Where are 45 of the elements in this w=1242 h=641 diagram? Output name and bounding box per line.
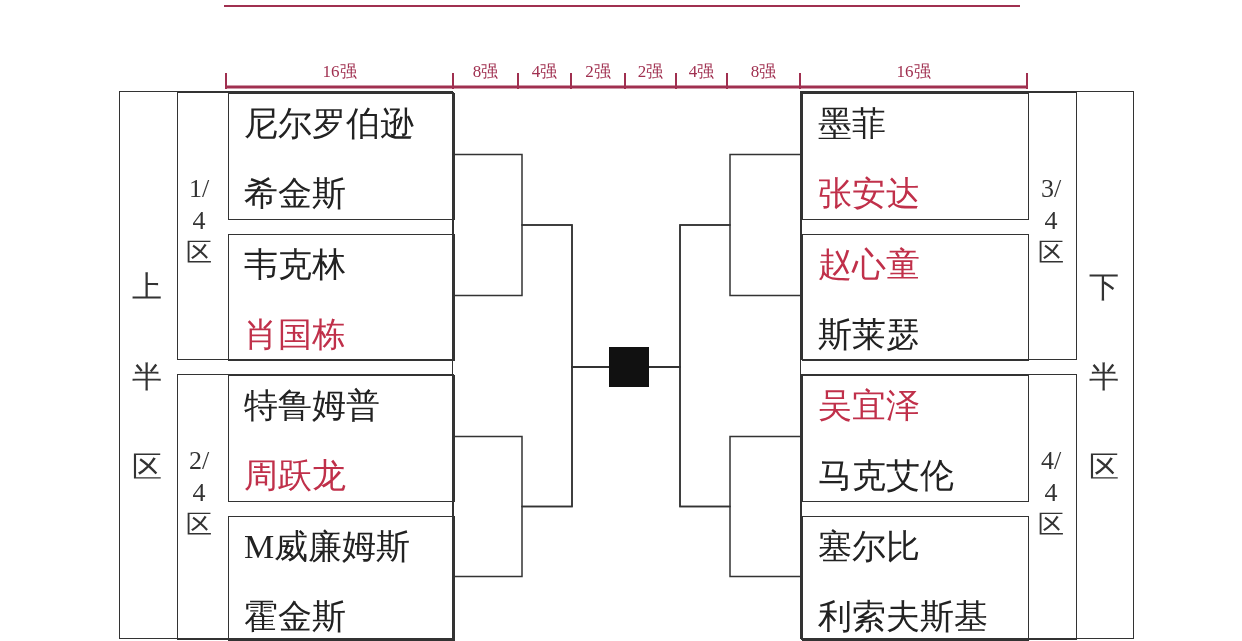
round-label: 2强 (637, 61, 664, 83)
player-name: 张安达 (818, 174, 920, 214)
quarter-section-box (801, 374, 1077, 640)
final-square (609, 347, 649, 387)
player-name: 墨菲 (818, 104, 886, 144)
player-name: 塞尔比 (818, 527, 920, 567)
quarter-section-box (177, 374, 454, 640)
player-name: 马克艾伦 (818, 456, 954, 496)
match-box (228, 375, 455, 502)
round-label: 16强 (896, 61, 931, 83)
match-box (228, 93, 455, 220)
player-name: 赵心童 (818, 245, 920, 285)
quarter-label: 3/4区 (1038, 173, 1064, 269)
match-box (802, 375, 1029, 502)
quarter-label: 4/4区 (1038, 445, 1064, 541)
round-label: 8强 (472, 61, 499, 83)
quarter-label: 2/4区 (186, 445, 212, 541)
match-box (228, 234, 455, 361)
player-name: 斯莱瑟 (818, 315, 920, 355)
player-name: 霍金斯 (244, 597, 346, 637)
player-name: 尼尔罗伯逊 (244, 104, 414, 144)
player-name: 韦克林 (244, 245, 346, 285)
match-box (802, 234, 1029, 361)
half-label: 上半区 (132, 269, 162, 485)
round-label: 4强 (531, 61, 558, 83)
quarter-label: 1/4区 (186, 173, 212, 269)
player-name: 吴宜泽 (818, 386, 920, 426)
match-box (228, 516, 455, 641)
match-box (802, 516, 1029, 641)
half-section-box (800, 91, 1134, 639)
match-box (802, 93, 1029, 220)
round-label: 4强 (688, 61, 715, 83)
round-label: 8强 (750, 61, 777, 83)
round-label: 2强 (585, 61, 611, 83)
player-name: 希金斯 (244, 174, 346, 214)
round-label: 16强 (322, 61, 357, 83)
player-name: 肖国栋 (244, 315, 346, 355)
player-name: M威廉姆斯 (244, 527, 411, 567)
quarter-section-box (801, 92, 1077, 360)
player-name: 利索夫斯基 (818, 597, 988, 637)
quarter-section-box (177, 92, 454, 360)
player-name: 周跃龙 (244, 456, 346, 496)
player-name: 特鲁姆普 (244, 386, 380, 426)
half-section-box (119, 91, 453, 639)
half-label: 下半区 (1089, 269, 1119, 485)
